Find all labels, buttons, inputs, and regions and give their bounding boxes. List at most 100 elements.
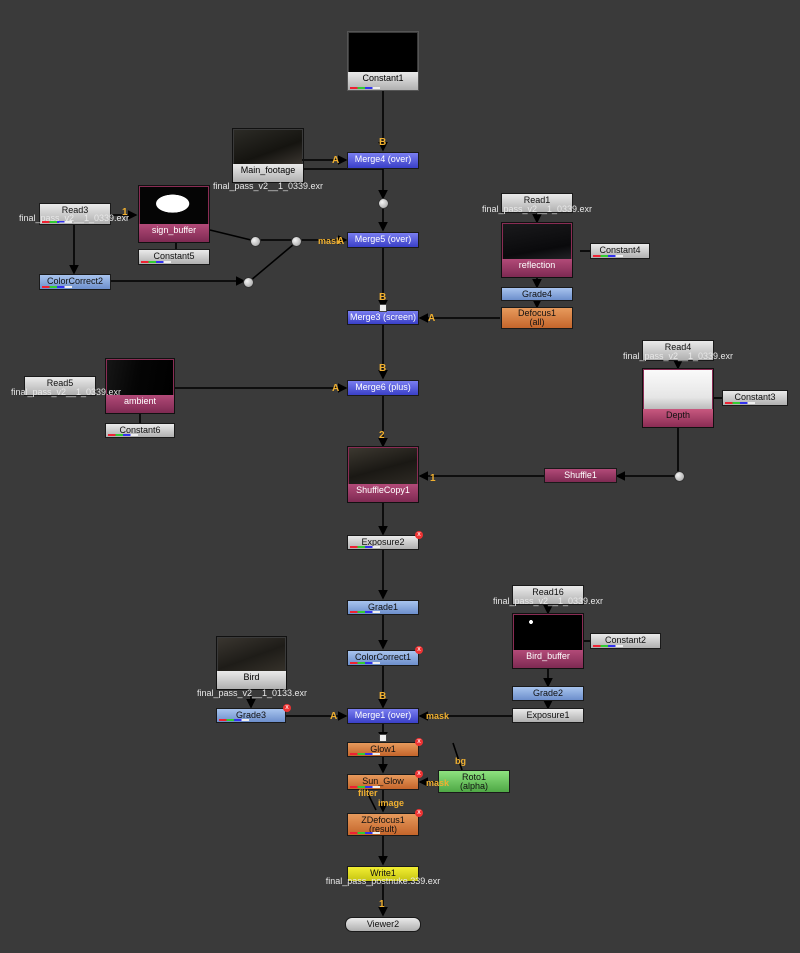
shuffle1-label: Shuffle1 xyxy=(545,469,616,481)
bird-buffer-label: Bird_buffer xyxy=(513,650,583,668)
merge5-node[interactable]: Merge5 (over) xyxy=(347,232,419,248)
zdefocus1-input-filter: filter xyxy=(358,788,378,798)
bird-node[interactable]: Bird xyxy=(216,636,287,690)
grade1-node[interactable]: Grade1 xyxy=(347,600,419,615)
channel-indicator xyxy=(141,261,171,263)
merge6-input-a: A xyxy=(332,383,339,394)
grade2-node[interactable]: Grade2 xyxy=(512,686,584,701)
exposure1-label: Exposure1 xyxy=(513,709,583,721)
merge6-input-b: B xyxy=(379,363,386,374)
dot-node[interactable] xyxy=(243,277,254,288)
constant1-node[interactable]: Constant1 xyxy=(347,31,419,91)
merge6-label: Merge6 (plus) xyxy=(348,381,418,393)
sign-buffer-label: sign_buffer xyxy=(139,224,209,242)
zdefocus1-node[interactable]: ZDefocus1 (result) xyxy=(347,813,419,836)
merge1-input-mask: mask xyxy=(426,711,449,721)
error-icon: x xyxy=(415,646,423,654)
merge1-input-a: A xyxy=(330,711,337,722)
sign-buffer-thumbnail xyxy=(140,187,208,224)
viewer2-input-1: 1 xyxy=(379,899,385,910)
defocus1-node[interactable]: Defocus1 (all) xyxy=(501,307,573,329)
merge1-label: Merge1 (over) xyxy=(348,709,418,721)
channel-indicator xyxy=(350,832,380,834)
error-icon: x xyxy=(415,770,423,778)
grade3-node[interactable]: Grade3 xyxy=(216,708,286,723)
colorcorrect2-node[interactable]: ColorCorrect2 xyxy=(39,274,111,290)
zdefocus1-input-image: image xyxy=(378,798,404,808)
bird-thumbnail xyxy=(218,638,285,671)
constant4-node[interactable]: Constant4 xyxy=(590,243,650,259)
error-icon: x xyxy=(283,704,291,712)
merge5-label: Merge5 (over) xyxy=(348,233,418,245)
merge1-input-b: B xyxy=(379,691,386,702)
roto1-sublabel: (alpha) xyxy=(439,782,509,791)
ambient-label: ambient xyxy=(106,395,174,413)
shufflecopy1-node[interactable]: ShuffleCopy1 xyxy=(347,446,419,503)
sun-glow-input-bg: bg xyxy=(455,756,466,766)
merge5-input-a: A xyxy=(337,236,344,247)
sign-buffer-node[interactable]: sign_buffer xyxy=(138,185,210,243)
dot-node[interactable] xyxy=(674,471,685,482)
error-icon: x xyxy=(415,809,423,817)
merge3-input-pin xyxy=(379,304,387,312)
shufflecopy1-input-2: 2 xyxy=(379,430,385,441)
main-footage-thumbnail xyxy=(234,130,302,164)
shuffle1-node[interactable]: Shuffle1 xyxy=(544,468,617,483)
grade4-label: Grade4 xyxy=(502,288,572,300)
channel-indicator xyxy=(725,402,755,404)
merge4-input-a: A xyxy=(332,155,339,166)
channel-indicator xyxy=(593,645,623,647)
ambient-node[interactable]: ambient xyxy=(105,358,175,414)
grade4-node[interactable]: Grade4 xyxy=(501,287,573,301)
dot-node[interactable] xyxy=(291,236,302,247)
depth-node[interactable]: Depth xyxy=(642,368,714,428)
dot-node[interactable] xyxy=(378,198,389,209)
reflection-node[interactable]: reflection xyxy=(501,222,573,278)
read5-filename: final_pass_v2__1_0339.exr xyxy=(11,387,121,397)
constant6-node[interactable]: Constant6 xyxy=(105,423,175,438)
merge3-label: Merge3 (screen) xyxy=(348,311,418,323)
read3-filename: final_pass_v2__1_0339.exr xyxy=(19,213,129,223)
read4-filename: final_pass_v2__1_0339.exr xyxy=(623,351,733,361)
dot-node[interactable] xyxy=(250,236,261,247)
merge4-input-b: B xyxy=(379,137,386,148)
channel-indicator xyxy=(219,719,249,721)
merge6-node[interactable]: Merge6 (plus) xyxy=(347,380,419,396)
shufflecopy1-thumbnail xyxy=(349,448,417,484)
constant3-node[interactable]: Constant3 xyxy=(722,390,788,406)
channel-indicator xyxy=(350,546,380,548)
depth-thumbnail xyxy=(644,370,712,409)
merge3-node[interactable]: Merge3 (screen) xyxy=(347,310,419,325)
exposure2-node[interactable]: Exposure2 xyxy=(347,535,419,550)
constant2-node[interactable]: Constant2 xyxy=(590,633,661,649)
channel-indicator xyxy=(593,255,623,257)
merge1-node[interactable]: Merge1 (over) xyxy=(347,708,419,724)
merge4-label: Merge4 (over) xyxy=(348,153,418,165)
glow1-input-pin xyxy=(379,734,387,742)
error-icon: x xyxy=(415,531,423,539)
viewer2-node[interactable]: Viewer2 xyxy=(345,917,421,932)
bird-label: Bird xyxy=(217,671,286,689)
merge4-node[interactable]: Merge4 (over) xyxy=(347,152,419,169)
depth-label: Depth xyxy=(643,409,713,427)
sun-glow-input-mask: mask xyxy=(426,778,449,788)
defocus1-sublabel: (all) xyxy=(502,318,572,327)
main-footage-node[interactable]: Main_footage xyxy=(232,128,304,183)
viewer2-label: Viewer2 xyxy=(346,918,420,930)
constant5-node[interactable]: Constant5 xyxy=(138,249,210,265)
channel-indicator xyxy=(350,753,380,755)
channel-indicator xyxy=(42,286,72,288)
glow1-node[interactable]: Glow1 xyxy=(347,742,419,757)
reflection-thumbnail xyxy=(503,224,571,259)
shufflecopy1-input-1: 1 xyxy=(430,473,436,484)
channel-indicator xyxy=(350,611,380,613)
exposure1-node[interactable]: Exposure1 xyxy=(512,708,584,723)
bird-buffer-node[interactable]: Bird_buffer xyxy=(512,613,584,669)
colorcorrect1-node[interactable]: ColorCorrect1 xyxy=(347,650,419,666)
sign-buffer-input-1: 1 xyxy=(122,207,128,218)
constant1-thumbnail xyxy=(349,33,417,72)
main-footage-filename: final_pass_v2__1_0339.exr xyxy=(213,181,323,191)
bird-buffer-thumbnail xyxy=(514,615,582,650)
channel-indicator xyxy=(108,434,138,436)
main-footage-label: Main_footage xyxy=(233,164,303,182)
